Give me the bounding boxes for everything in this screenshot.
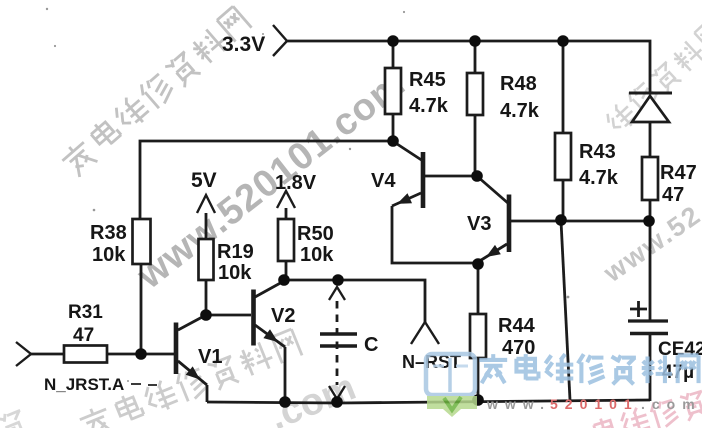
svg-text:V4: V4 [371,170,396,192]
svg-text:N_JRST.A: N_JRST.A [44,375,124,394]
svg-text:470: 470 [502,337,535,359]
svg-text:www.: www. [486,396,551,412]
svg-text:4.7k: 4.7k [579,167,619,189]
svg-text:R48: R48 [500,73,537,95]
svg-text:V1: V1 [198,346,222,368]
svg-text:R38: R38 [90,222,127,244]
svg-text:.com: .com [641,396,702,412]
svg-text:V3: V3 [467,213,491,235]
svg-text:10k: 10k [92,244,126,266]
svg-text:5V: 5V [191,169,217,192]
svg-text:47: 47 [662,184,684,206]
svg-text:R43: R43 [579,141,616,163]
svg-text:4.7k: 4.7k [409,95,449,117]
svg-text:R47: R47 [660,162,697,184]
svg-text:R31: R31 [68,302,103,323]
svg-text:.com: .com [264,366,362,428]
svg-text:R44: R44 [498,315,536,337]
svg-text:4.7k: 4.7k [500,100,540,122]
svg-text:47: 47 [73,325,94,346]
svg-text:10k: 10k [300,244,334,266]
svg-text:R19: R19 [217,241,254,263]
svg-text:R45: R45 [409,69,446,91]
svg-text:R50: R50 [297,223,334,245]
svg-text:N–RST: N–RST [402,352,461,372]
svg-text:520101: 520101 [550,396,639,412]
svg-text:V2: V2 [271,305,295,327]
svg-text:10k: 10k [218,262,252,284]
svg-text:1.8V: 1.8V [275,172,317,194]
svg-text:C: C [364,334,378,356]
svg-text:3.3V: 3.3V [222,33,265,56]
